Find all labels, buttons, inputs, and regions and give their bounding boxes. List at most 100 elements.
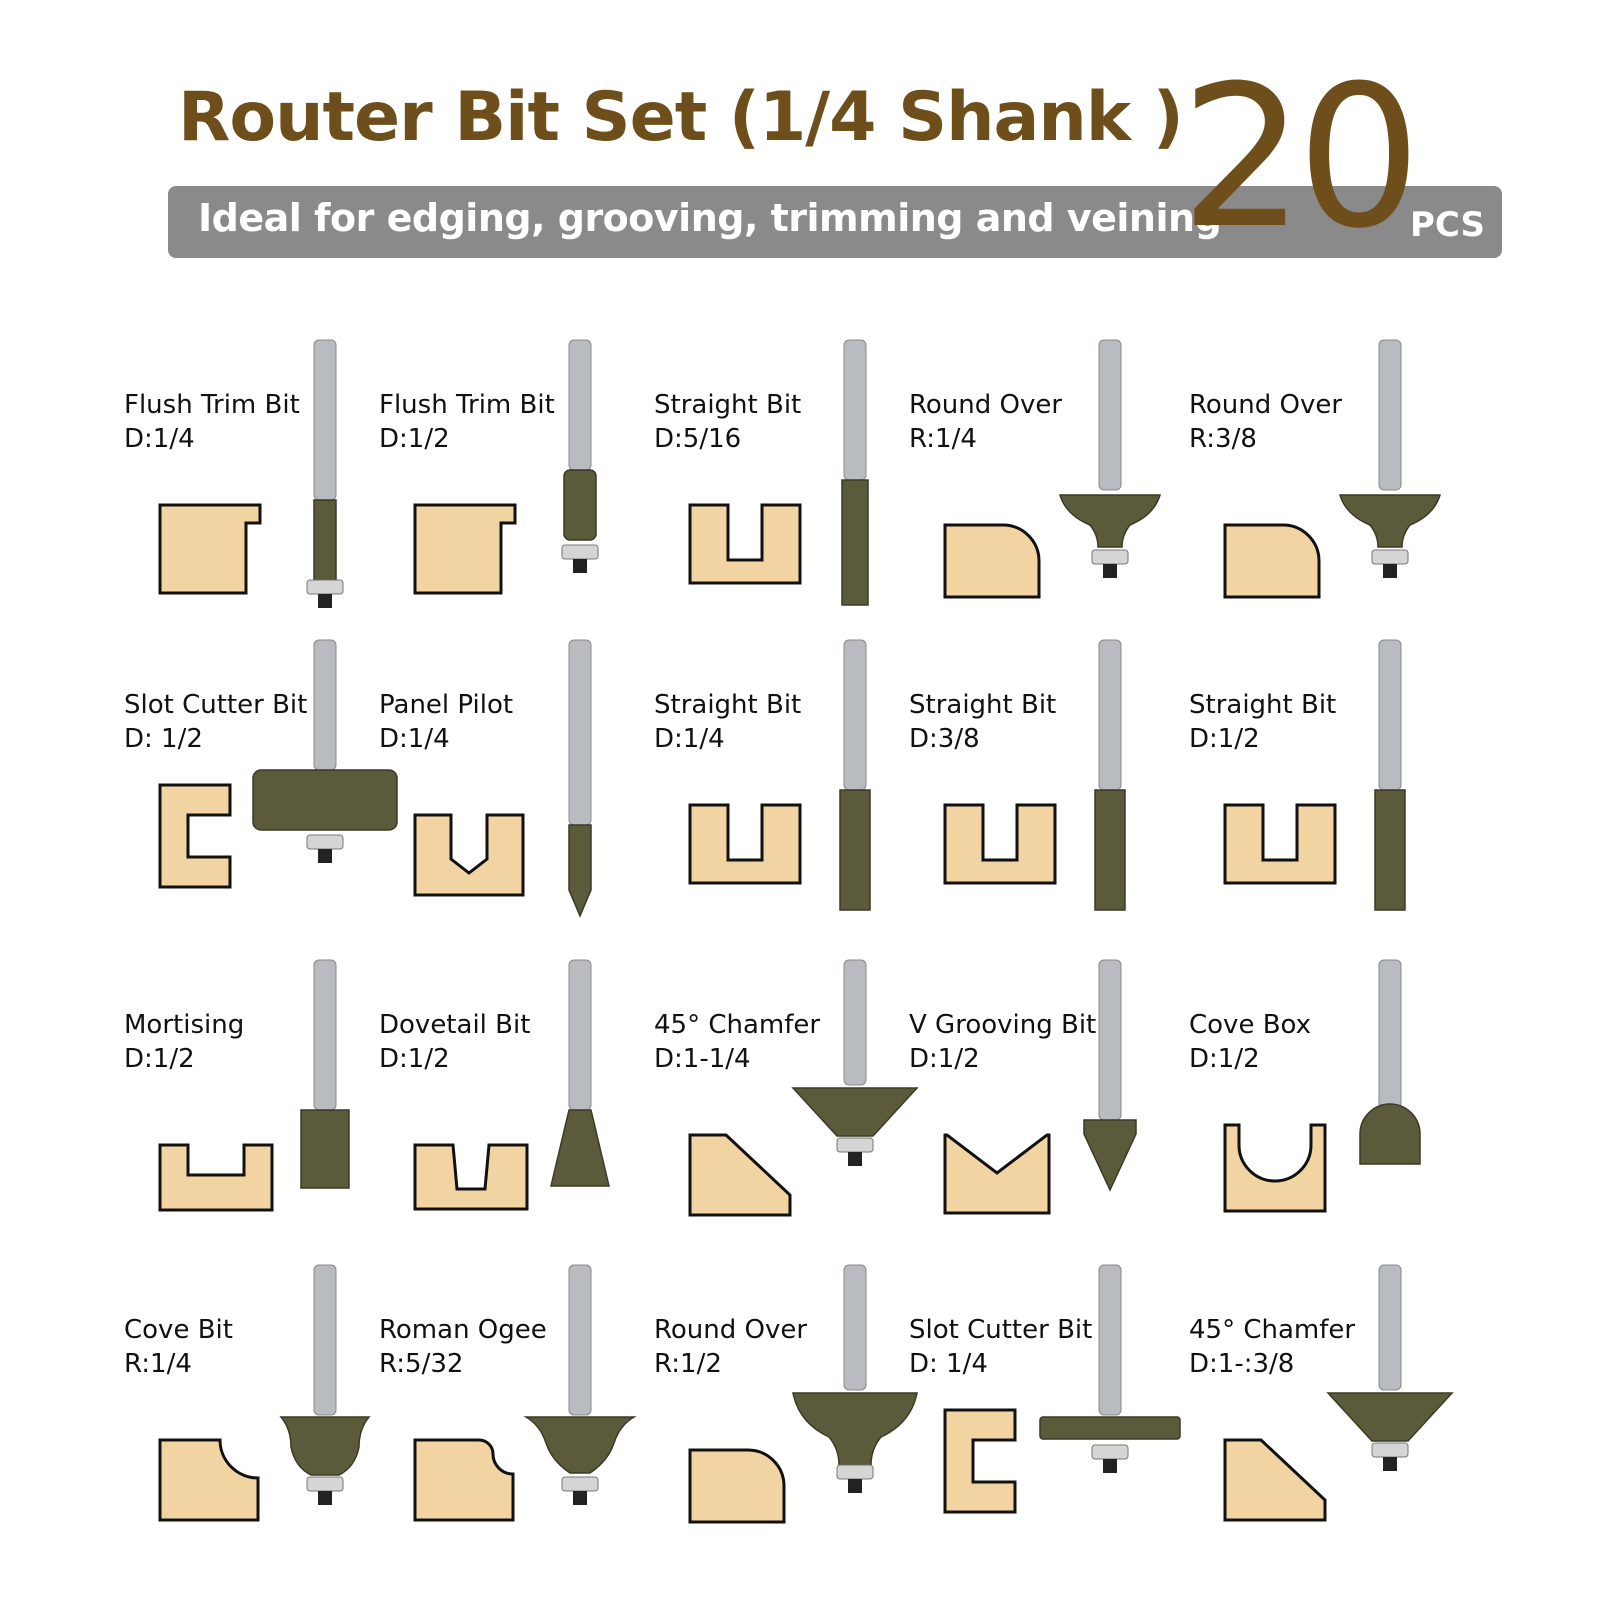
wood-profile-icon	[158, 503, 262, 595]
bit-name: Cove Box	[1189, 1010, 1312, 1040]
bit-name: Straight Bit	[654, 690, 802, 720]
wood-profile-icon	[943, 1133, 1051, 1215]
router-bit-icon	[561, 339, 599, 573]
bit-name: Straight Bit	[654, 390, 802, 420]
router-bit-icon	[568, 639, 592, 918]
router-bit-icon	[792, 1264, 918, 1493]
router-bit-item: Slot Cutter Bit D: 1/4	[905, 1264, 1185, 1565]
router-bit-illustration	[1223, 1264, 1454, 1522]
subtitle-text: Ideal for edging, grooving, trimming and…	[198, 196, 1222, 240]
piece-count-unit: PCS	[1410, 205, 1485, 245]
router-bit-illustration	[158, 339, 344, 608]
bit-size: D:1/2	[1189, 1044, 1260, 1074]
bit-size: D:3/8	[909, 724, 980, 754]
router-bit-icon	[1338, 339, 1442, 578]
router-bit-illustration	[158, 959, 350, 1212]
router-bit-illustration	[688, 1264, 918, 1524]
wood-profile-icon	[158, 783, 232, 889]
wood-profile-icon	[1223, 803, 1337, 885]
piece-count: 20	[1180, 44, 1421, 272]
bit-name: Round Over	[654, 1315, 808, 1345]
bit-name: Roman Ogee	[379, 1315, 547, 1345]
router-bit-icon	[1374, 639, 1406, 911]
page-title: Router Bit Set (1/4 Shank )	[178, 78, 1184, 157]
bit-name: 45° Chamfer	[1189, 1315, 1356, 1345]
bit-name: V Grooving Bit	[909, 1010, 1097, 1040]
router-bit-icon	[1094, 639, 1126, 911]
wood-profile-icon	[1223, 523, 1321, 599]
wood-profile-icon	[688, 503, 802, 585]
bit-size: D:1/4	[379, 724, 450, 754]
router-bit-icon	[252, 639, 398, 863]
router-bit-icon	[306, 339, 344, 608]
router-bit-icon	[1359, 959, 1421, 1165]
wood-profile-icon	[158, 1438, 260, 1522]
wood-profile-icon	[943, 523, 1041, 599]
bit-name: Straight Bit	[909, 690, 1057, 720]
router-bit-illustration	[1223, 959, 1421, 1213]
bit-size: D: 1/4	[909, 1349, 988, 1379]
router-bit-illustration	[943, 959, 1137, 1215]
router-bit-illustration	[943, 339, 1162, 599]
router-bit-icon	[1326, 1264, 1454, 1471]
router-bit-illustration	[688, 959, 919, 1217]
bit-name: Round Over	[909, 390, 1063, 420]
router-bit-illustration	[413, 639, 592, 918]
router-bit-icon	[1083, 959, 1137, 1192]
wood-profile-icon	[688, 1448, 786, 1524]
bit-size: D:1/2	[124, 1044, 195, 1074]
router-bit-illustration	[943, 1264, 1181, 1514]
router-bit-illustration	[943, 639, 1126, 911]
bit-name: Dovetail Bit	[379, 1010, 531, 1040]
router-bit-icon	[1058, 339, 1162, 578]
bit-size: R:1/2	[654, 1349, 722, 1379]
wood-profile-icon	[413, 503, 517, 595]
router-bit-icon	[279, 1264, 371, 1505]
bit-name: Slot Cutter Bit	[909, 1315, 1093, 1345]
wood-profile-icon	[943, 1408, 1017, 1514]
wood-profile-icon	[1223, 1438, 1327, 1522]
router-bit-illustration	[158, 639, 398, 889]
wood-profile-icon	[413, 813, 525, 897]
router-bit-illustration	[1223, 639, 1406, 911]
bit-size: R:1/4	[124, 1349, 192, 1379]
bit-size: D:1/2	[909, 1044, 980, 1074]
bit-name: 45° Chamfer	[654, 1010, 821, 1040]
router-bit-icon	[791, 959, 919, 1166]
bit-size: D:1/2	[379, 1044, 450, 1074]
bit-size: D:1/2	[1189, 724, 1260, 754]
bit-size: D:1/2	[379, 424, 450, 454]
bit-size: D:1-1/4	[654, 1044, 751, 1074]
bit-size: D:1-:3/8	[1189, 1349, 1295, 1379]
bit-size: R:3/8	[1189, 424, 1257, 454]
bit-name: Flush Trim Bit	[124, 390, 300, 420]
router-bit-illustration	[413, 339, 599, 595]
bit-name: Panel Pilot	[379, 690, 514, 720]
bit-name: Flush Trim Bit	[379, 390, 555, 420]
router-bit-icon	[523, 1264, 637, 1505]
wood-profile-icon	[943, 803, 1057, 885]
wood-profile-icon	[1223, 1123, 1327, 1213]
router-bit-illustration	[158, 1264, 371, 1522]
bit-name: Mortising	[124, 1010, 245, 1040]
wood-profile-icon	[158, 1143, 274, 1212]
router-bit-icon	[550, 959, 610, 1187]
bit-size: R:1/4	[909, 424, 977, 454]
